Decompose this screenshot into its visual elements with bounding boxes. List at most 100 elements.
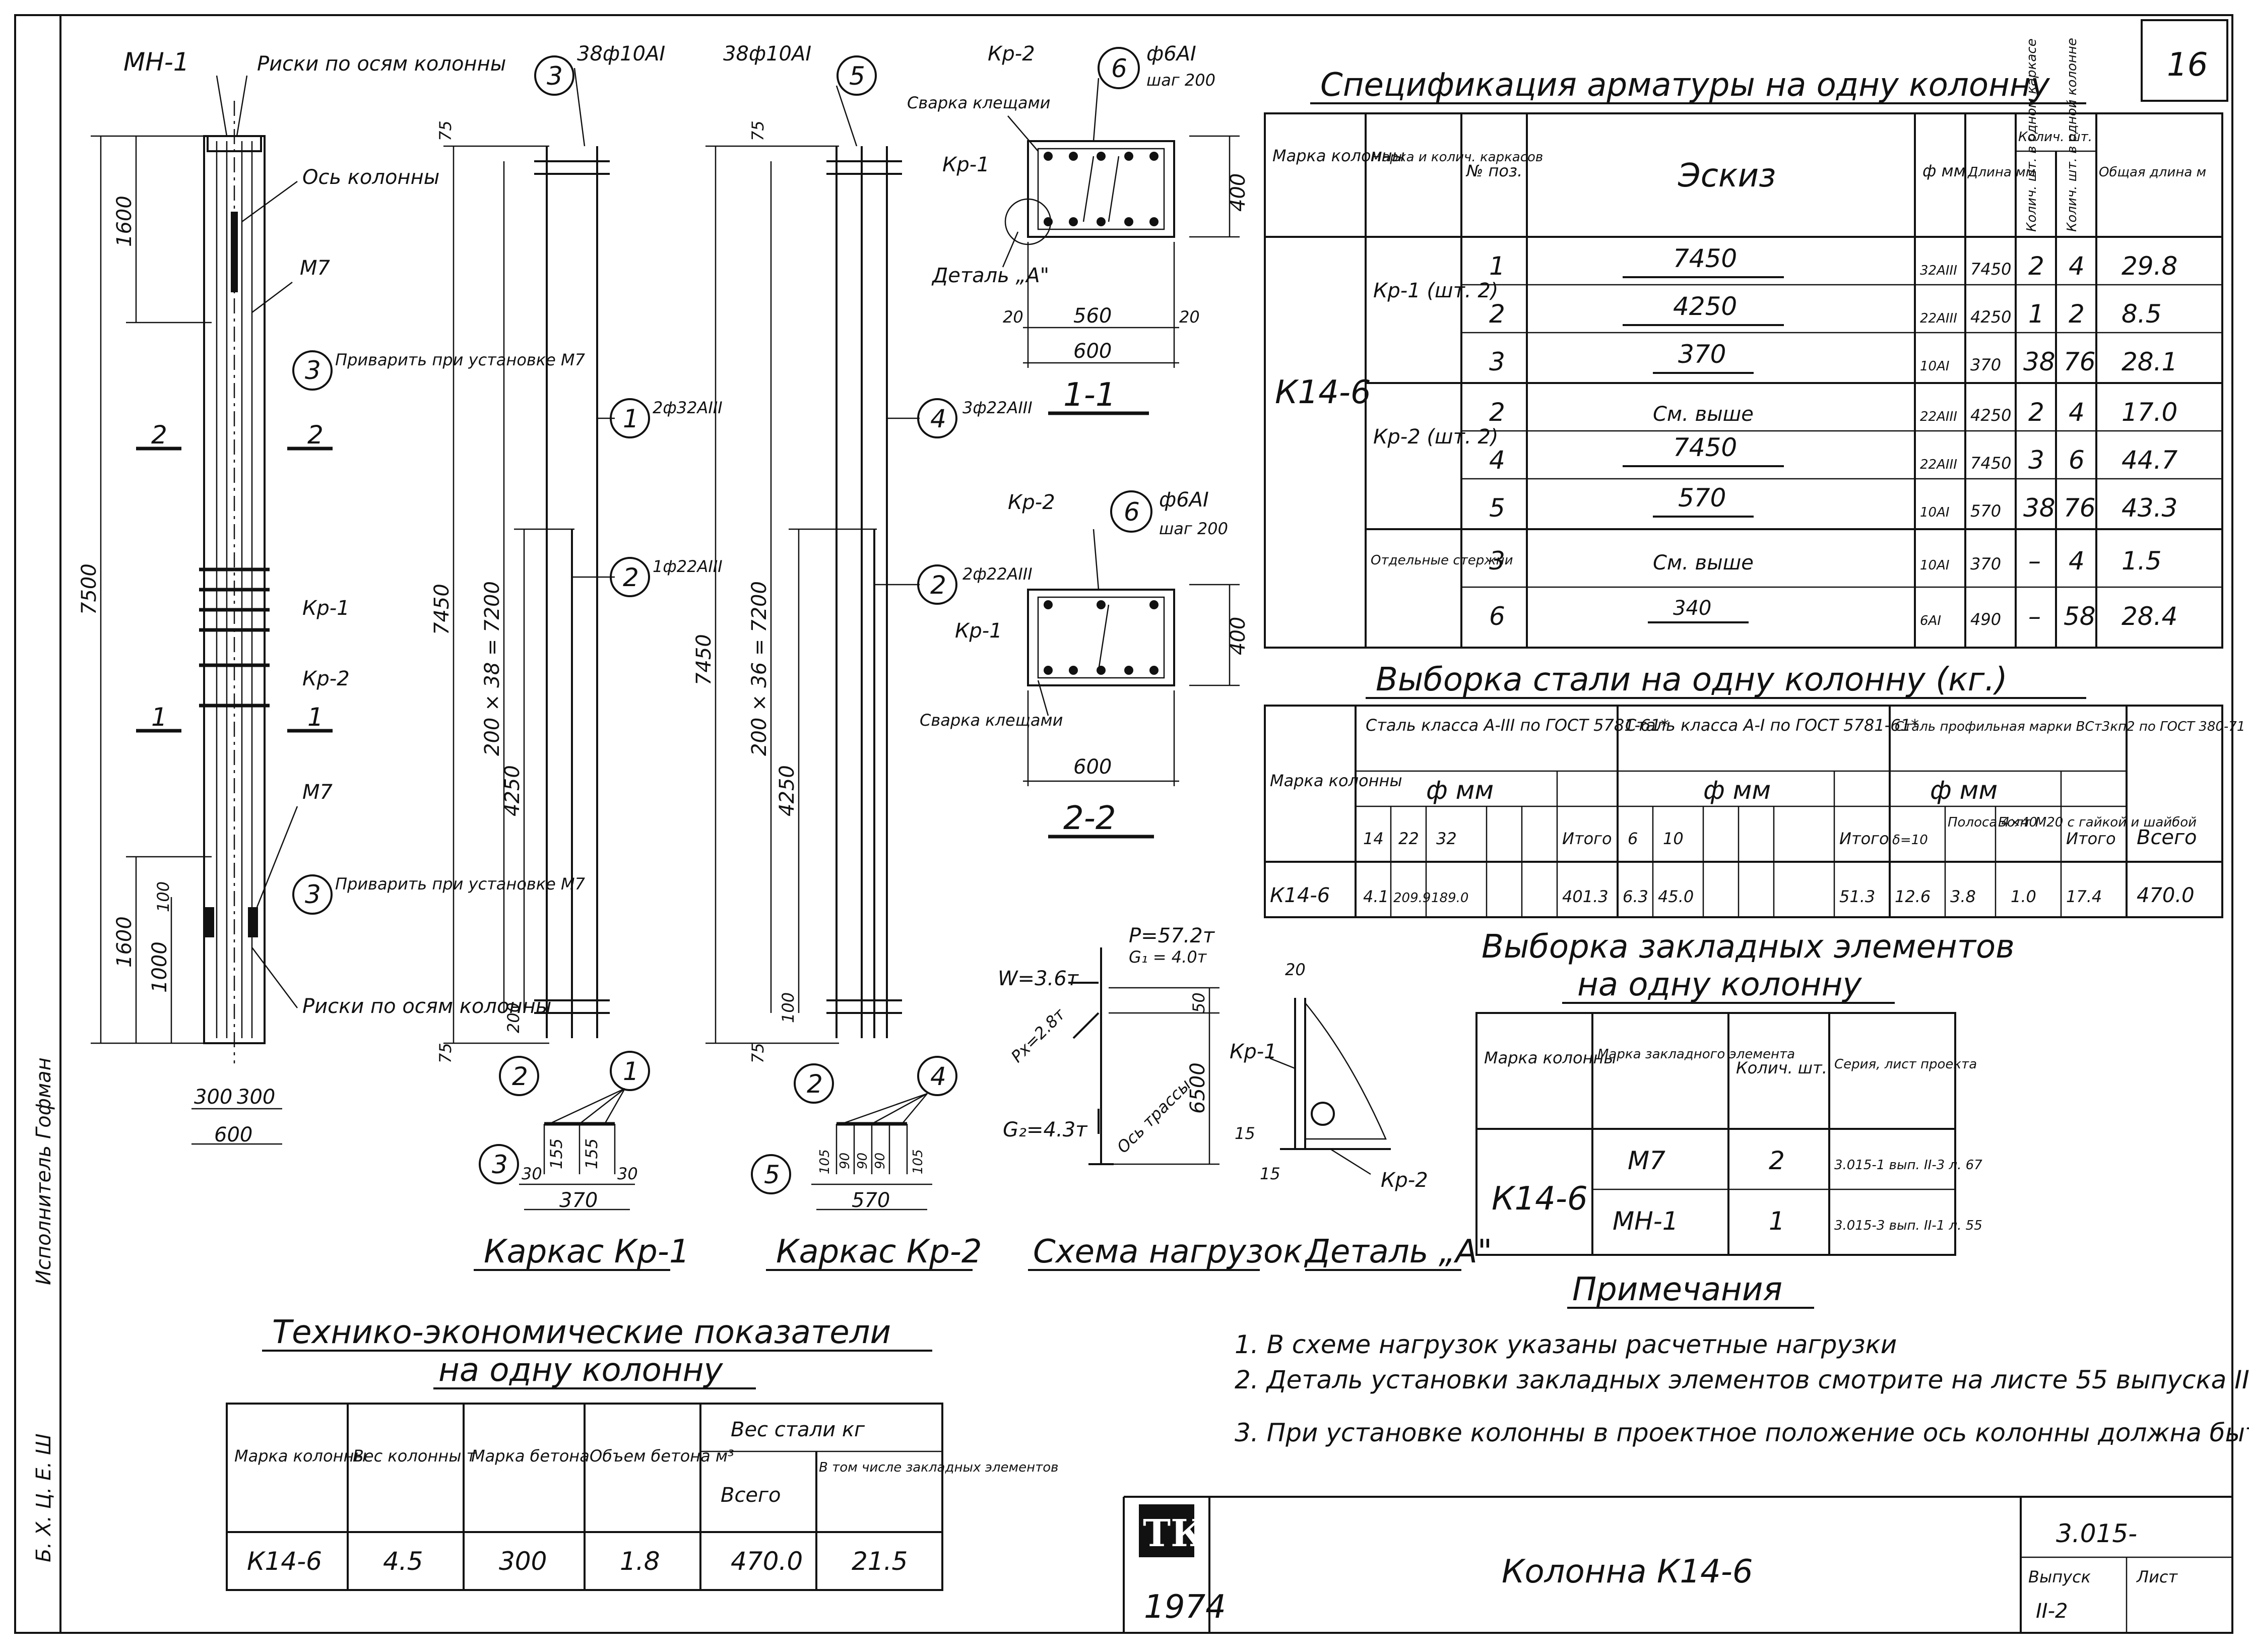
embedded-table-grid	[1475, 1012, 1956, 1256]
steel-total-prof-h: Итого	[2066, 829, 2116, 848]
leader-line	[1002, 231, 1019, 268]
load-arrow-px	[1072, 1012, 1100, 1039]
s22-kr2-label: Кр-2	[1008, 491, 1055, 514]
frame-kr2-drawing	[705, 55, 973, 1271]
steel-prof-col: Полоса 4×40	[1948, 815, 2037, 830]
rebar-dot	[1097, 217, 1106, 226]
spec-table-grid	[1264, 112, 2223, 649]
steel-dia-prof: ф мм	[1930, 776, 1998, 805]
kr1-dim-4250: 4250	[501, 765, 524, 816]
kr2-dim-105-b: 105	[911, 1149, 926, 1174]
section-2-right: 2	[307, 420, 324, 450]
kr1-dim-75-top: 75	[436, 120, 455, 141]
m7-plate	[204, 907, 214, 937]
tech-h-volume: Объем бетона м³	[590, 1446, 734, 1466]
kr2-dim-7450: 7450	[692, 634, 716, 685]
s22-step: шаг 200	[1159, 519, 1228, 538]
tech-table-title: Технико-экономические показатели	[272, 1314, 891, 1351]
detail-a-dim-20: 20	[1285, 960, 1306, 979]
rebar-dot	[1149, 217, 1159, 226]
s11-step: шаг 200	[1146, 71, 1215, 90]
tech-cell: 300	[499, 1547, 547, 1576]
s22-kr1-label: Кр-1	[955, 619, 1002, 643]
leader-line	[871, 1093, 928, 1125]
rebar-dot	[1069, 217, 1078, 226]
kr2-callout-5-section: 5	[764, 1160, 780, 1189]
steel-h-mark: Марка колонны	[1270, 771, 1402, 790]
stamp-sheet-label: Лист	[2136, 1567, 2178, 1586]
s22-dim-600: 600	[1073, 755, 1112, 779]
s11-kr2-label: Кр-2	[988, 42, 1035, 66]
steel-dia-a1: ф мм	[1703, 776, 1771, 805]
kr1-top-note: 38ф10АI	[577, 42, 665, 66]
rebar-dot	[1149, 666, 1159, 675]
steel-dia: 14	[1363, 829, 1384, 848]
spec-n2: 58	[2064, 602, 2096, 631]
sheet-number-box	[2141, 19, 2228, 102]
spec-pos: 4	[1489, 446, 1505, 475]
rebar-dot	[1044, 666, 1053, 675]
steel-total-a1-h: Итого	[1839, 829, 1889, 848]
spec-len: 4250	[1970, 406, 2011, 425]
kr1-dim-370: 370	[559, 1189, 598, 1212]
rebar-dot	[1097, 152, 1106, 161]
s22-dim-400: 400	[1227, 617, 1250, 655]
stirrup-diag	[1082, 156, 1095, 222]
spec-pos: 3	[1489, 347, 1505, 376]
kr2-dim-90-c: 90	[873, 1153, 888, 1169]
spec-table-title: Спецификация арматуры на одну колонну	[1320, 67, 2050, 104]
tech-table-grid	[226, 1403, 943, 1591]
spec-n2: 76	[2064, 493, 2096, 523]
kr2-callout-5: 5	[849, 61, 865, 91]
stamp-title: Колонна К14-6	[1502, 1553, 1753, 1591]
spec-sketch: См. выше	[1653, 551, 1754, 575]
spec-len: 370	[1970, 355, 2001, 374]
callout-circle	[917, 398, 957, 438]
leader-line	[1007, 115, 1039, 152]
column-drawing	[91, 75, 333, 1145]
spec-len: 490	[1970, 610, 2001, 629]
kr2-dim-570: 570	[852, 1189, 890, 1212]
emb-h-el: Марка закладного элемента	[1597, 1047, 1795, 1062]
detail-a-drawing	[1269, 998, 1461, 1271]
load-dim-6500: 6500	[1186, 1062, 1209, 1114]
steel-row: К14-6 4.1 209.9 189.0 401.3 6.3 45.0 51.…	[1270, 884, 2195, 907]
spec-h-qty-col: Колич. шт. в одной колонне	[2065, 38, 2080, 232]
s11-dim-400: 400	[1227, 173, 1250, 212]
detail-a-kr1: Кр-1	[1230, 1040, 1277, 1063]
steel-val: 6.3	[1623, 887, 1648, 906]
steel-val: 45.0	[1658, 887, 1694, 906]
steel-table-grid	[1264, 705, 2223, 918]
spec-row: 3 См. выше 10АI 370 – 4 1.5	[1489, 546, 2162, 576]
leader-line	[573, 68, 586, 147]
spec-h-len: Длина мм	[1967, 165, 2035, 180]
leader-line	[251, 282, 293, 313]
emb-qty: 1	[1769, 1206, 1785, 1236]
spec-h-pos: № поз.	[1465, 161, 1522, 180]
spec-pos: 6	[1489, 602, 1505, 631]
s22-callout-6: 6	[1124, 497, 1140, 527]
kr2-label: Кр-2	[302, 667, 350, 690]
tech-h-mark: Марка колонны	[234, 1446, 367, 1466]
tk-logo: ТК	[1143, 1512, 1204, 1555]
kr2-bar2-note: 2ф22АIII	[962, 564, 1033, 584]
rebar-dot	[1124, 666, 1133, 675]
kr1-dim-200: 200	[504, 1002, 523, 1033]
dim-100: 100	[154, 881, 173, 912]
s11-dim-560: 560	[1073, 304, 1112, 328]
rebar-dot	[1097, 600, 1106, 609]
kr2-bar4-note: 3ф22АIII	[962, 398, 1033, 417]
callout-circle	[1110, 490, 1152, 533]
kr2-dim-4250: 4250	[776, 765, 799, 816]
note-item: 1. В схеме нагрузок указаны расчетные на…	[1235, 1330, 1897, 1359]
leader-line	[1093, 78, 1100, 142]
kr2-top-note: 38ф10АI	[723, 42, 811, 66]
leader-line	[841, 1093, 928, 1125]
steel-val: 3.8	[1950, 887, 1976, 906]
embedded-table-title: Выборка закладных элементов	[1482, 928, 2015, 966]
tech-h-steel-total: Всего	[721, 1484, 781, 1507]
kr1-dim-155-b: 155	[582, 1138, 601, 1169]
emb-h-qty: Колич. шт.	[1736, 1058, 1827, 1077]
s11-dim-600: 600	[1073, 340, 1112, 363]
spec-n1: 38	[2023, 347, 2055, 376]
